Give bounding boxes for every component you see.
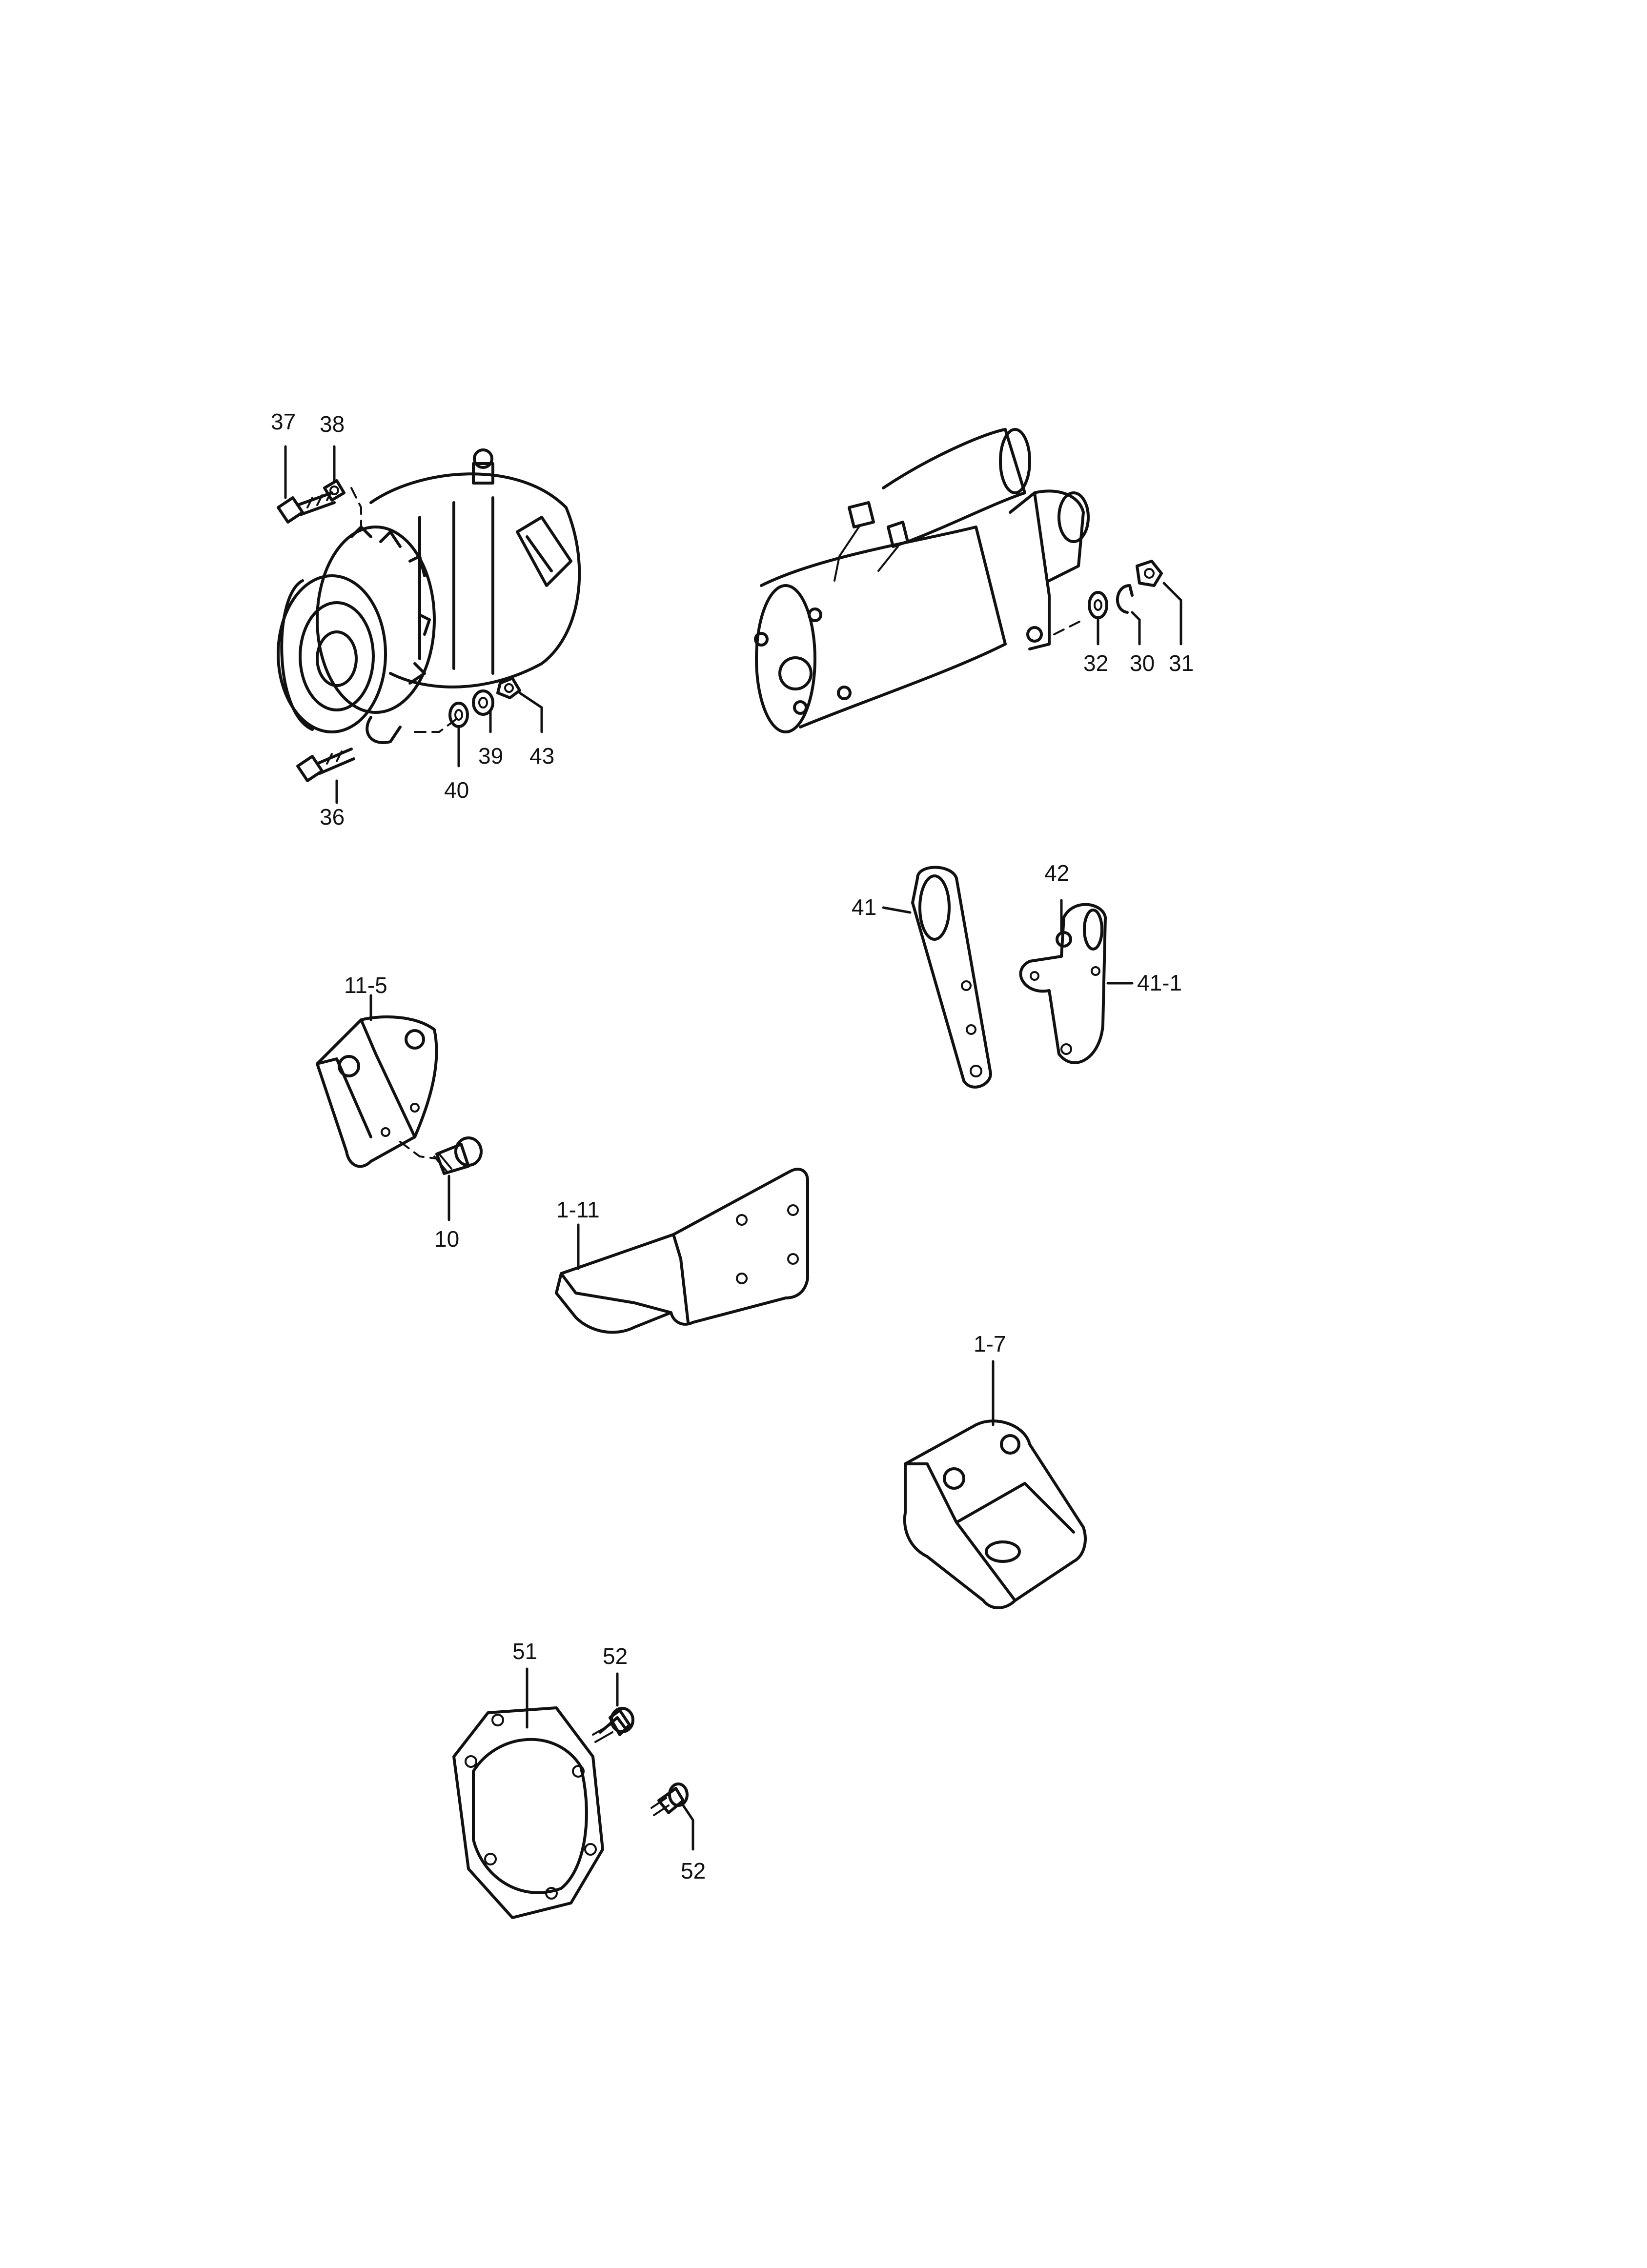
starter-motor [754, 428, 1090, 733]
bracket-1-11 [555, 1168, 809, 1334]
washer-32 [1088, 591, 1108, 619]
callout-30: 30 [1130, 650, 1155, 676]
callout-51: 51 [512, 1639, 537, 1664]
washer-39 [472, 689, 494, 716]
gasket-51 [452, 1706, 604, 1919]
bracket-11-5 [316, 1015, 440, 1168]
callout-40: 40 [444, 777, 469, 803]
callout-38: 38 [320, 411, 345, 437]
bracket-1-7 [903, 1419, 1087, 1609]
spring-washer-30 [1116, 584, 1134, 614]
nut-38 [323, 479, 346, 502]
callout-11-5: 11-5 [344, 972, 387, 998]
callout-52-upper: 52 [603, 1643, 628, 1669]
nut-31 [1136, 560, 1163, 587]
callout-41-1: 41-1 [1137, 970, 1182, 995]
callout-10: 10 [434, 1226, 459, 1252]
callout-1-7: 1-7 [974, 1331, 1006, 1357]
bolt-52-lower [651, 1782, 689, 1816]
callout-31: 31 [1169, 650, 1194, 676]
nut-43 [496, 677, 521, 699]
alternator [277, 448, 581, 744]
bolt-52-upper [592, 1707, 634, 1743]
callout-52-lower: 52 [681, 1858, 706, 1883]
callout-1-11: 1-11 [556, 1197, 600, 1222]
callout-39: 39 [478, 743, 503, 769]
bracket-41 [911, 866, 992, 1089]
callout-37: 37 [271, 409, 296, 434]
callout-43: 43 [529, 743, 554, 769]
callout-42: 42 [1044, 860, 1069, 886]
washer-40 [448, 702, 469, 728]
callout-32: 32 [1083, 650, 1108, 676]
bracket-41-1 [1019, 903, 1107, 1064]
bolt-10 [433, 1136, 483, 1175]
bolt-36 [296, 748, 355, 782]
callout-41: 41 [852, 894, 876, 920]
callout-36: 36 [320, 804, 345, 830]
